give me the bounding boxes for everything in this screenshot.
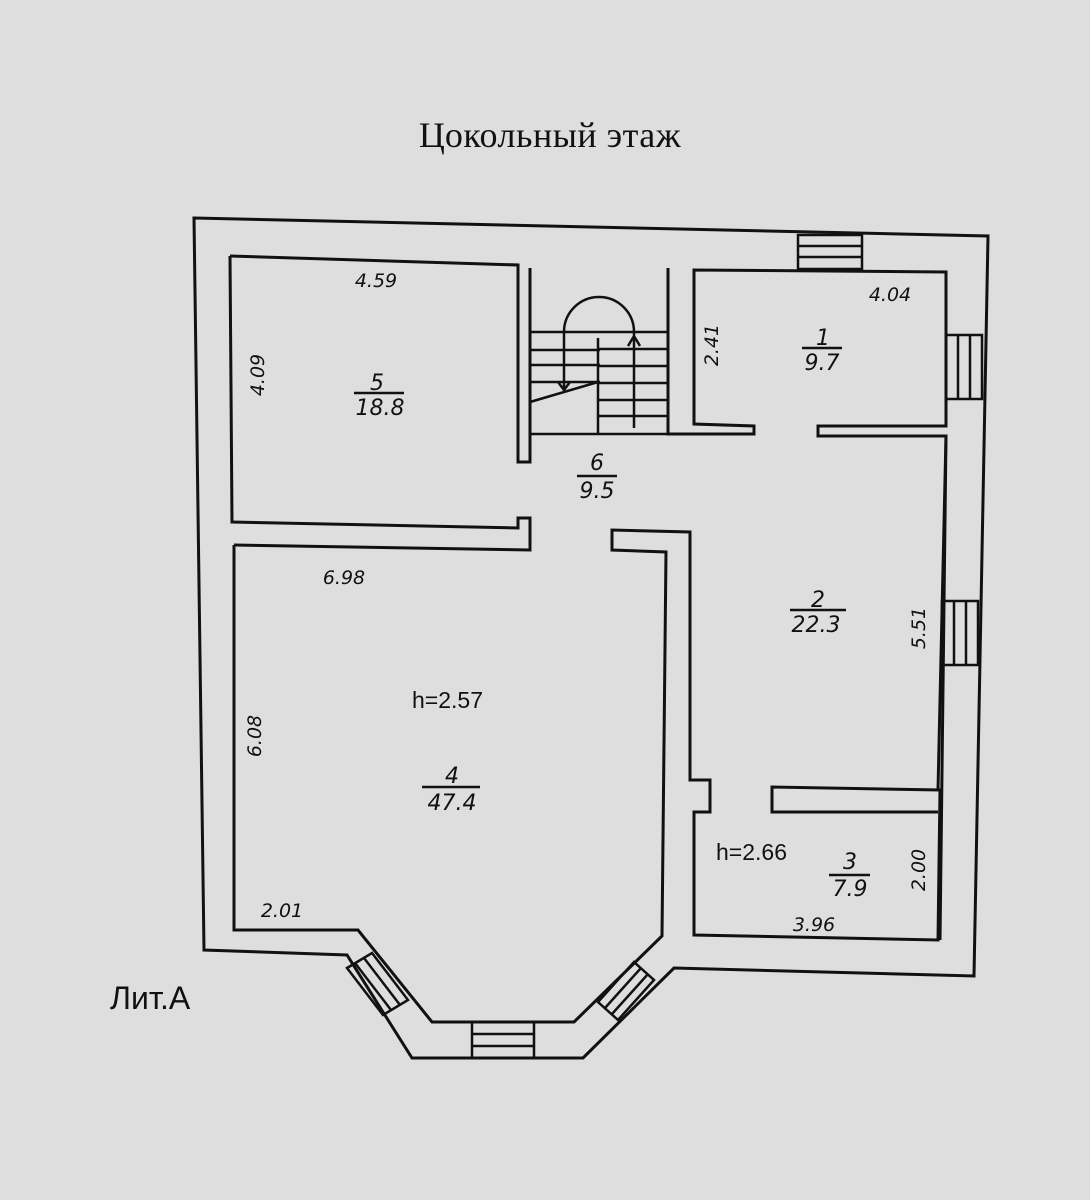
dimension-label: 4.04	[869, 284, 911, 306]
room-area: 22.3	[792, 613, 841, 638]
room-number: 5	[370, 371, 384, 396]
dimension-label: 4.59	[355, 270, 397, 292]
window-right-lower	[940, 599, 980, 667]
room-label-6: 6 9.5	[577, 451, 617, 504]
window-top	[796, 233, 864, 271]
stair-treads	[529, 338, 668, 434]
building-letter-label: Лит.А	[110, 980, 191, 1016]
wall-room5-bottom	[228, 255, 532, 552]
room-label-5: 5 18.8	[354, 371, 404, 421]
ceiling-height-label: h=2.57	[412, 687, 483, 713]
room-label-4: 4 47.4	[422, 764, 480, 816]
room-number: 1	[816, 326, 830, 351]
room-number: 6	[590, 451, 604, 476]
floor-title: Цокольный этаж	[418, 115, 682, 155]
room-number: 2	[811, 588, 825, 613]
room-label-3: 3 7.9	[829, 850, 870, 902]
ceiling-height-label: h=2.66	[716, 839, 787, 865]
dimension-label: 2.01	[261, 900, 303, 922]
dimension-label: 4.09	[247, 354, 269, 396]
outer-wall	[192, 216, 990, 1060]
dimension-label: 5.51	[908, 607, 930, 649]
room-area: 18.8	[356, 396, 405, 421]
room-label-2: 2 22.3	[790, 588, 846, 638]
dimension-label: 6.08	[244, 715, 266, 757]
room-number: 4	[445, 764, 459, 789]
room-area: 9.5	[580, 479, 615, 504]
stair-arrow-icon	[557, 295, 642, 428]
dimension-label: 2.00	[908, 849, 930, 891]
room-number: 3	[843, 850, 857, 875]
dimension-label: 3.96	[793, 914, 835, 936]
window-bottom	[470, 1020, 536, 1060]
room-area: 7.9	[833, 877, 868, 902]
dimension-label: 2.41	[701, 324, 723, 366]
room-area: 9.7	[805, 351, 840, 376]
wall-room1	[666, 268, 948, 941]
room-label-1: 1 9.7	[802, 326, 842, 376]
window-bay-left	[345, 951, 410, 1017]
room-area: 47.4	[428, 791, 477, 816]
window-right-upper	[944, 333, 984, 401]
window-bay-right	[596, 960, 656, 1022]
wall-room4	[232, 528, 942, 1024]
dimension-label: 6.98	[323, 567, 365, 589]
